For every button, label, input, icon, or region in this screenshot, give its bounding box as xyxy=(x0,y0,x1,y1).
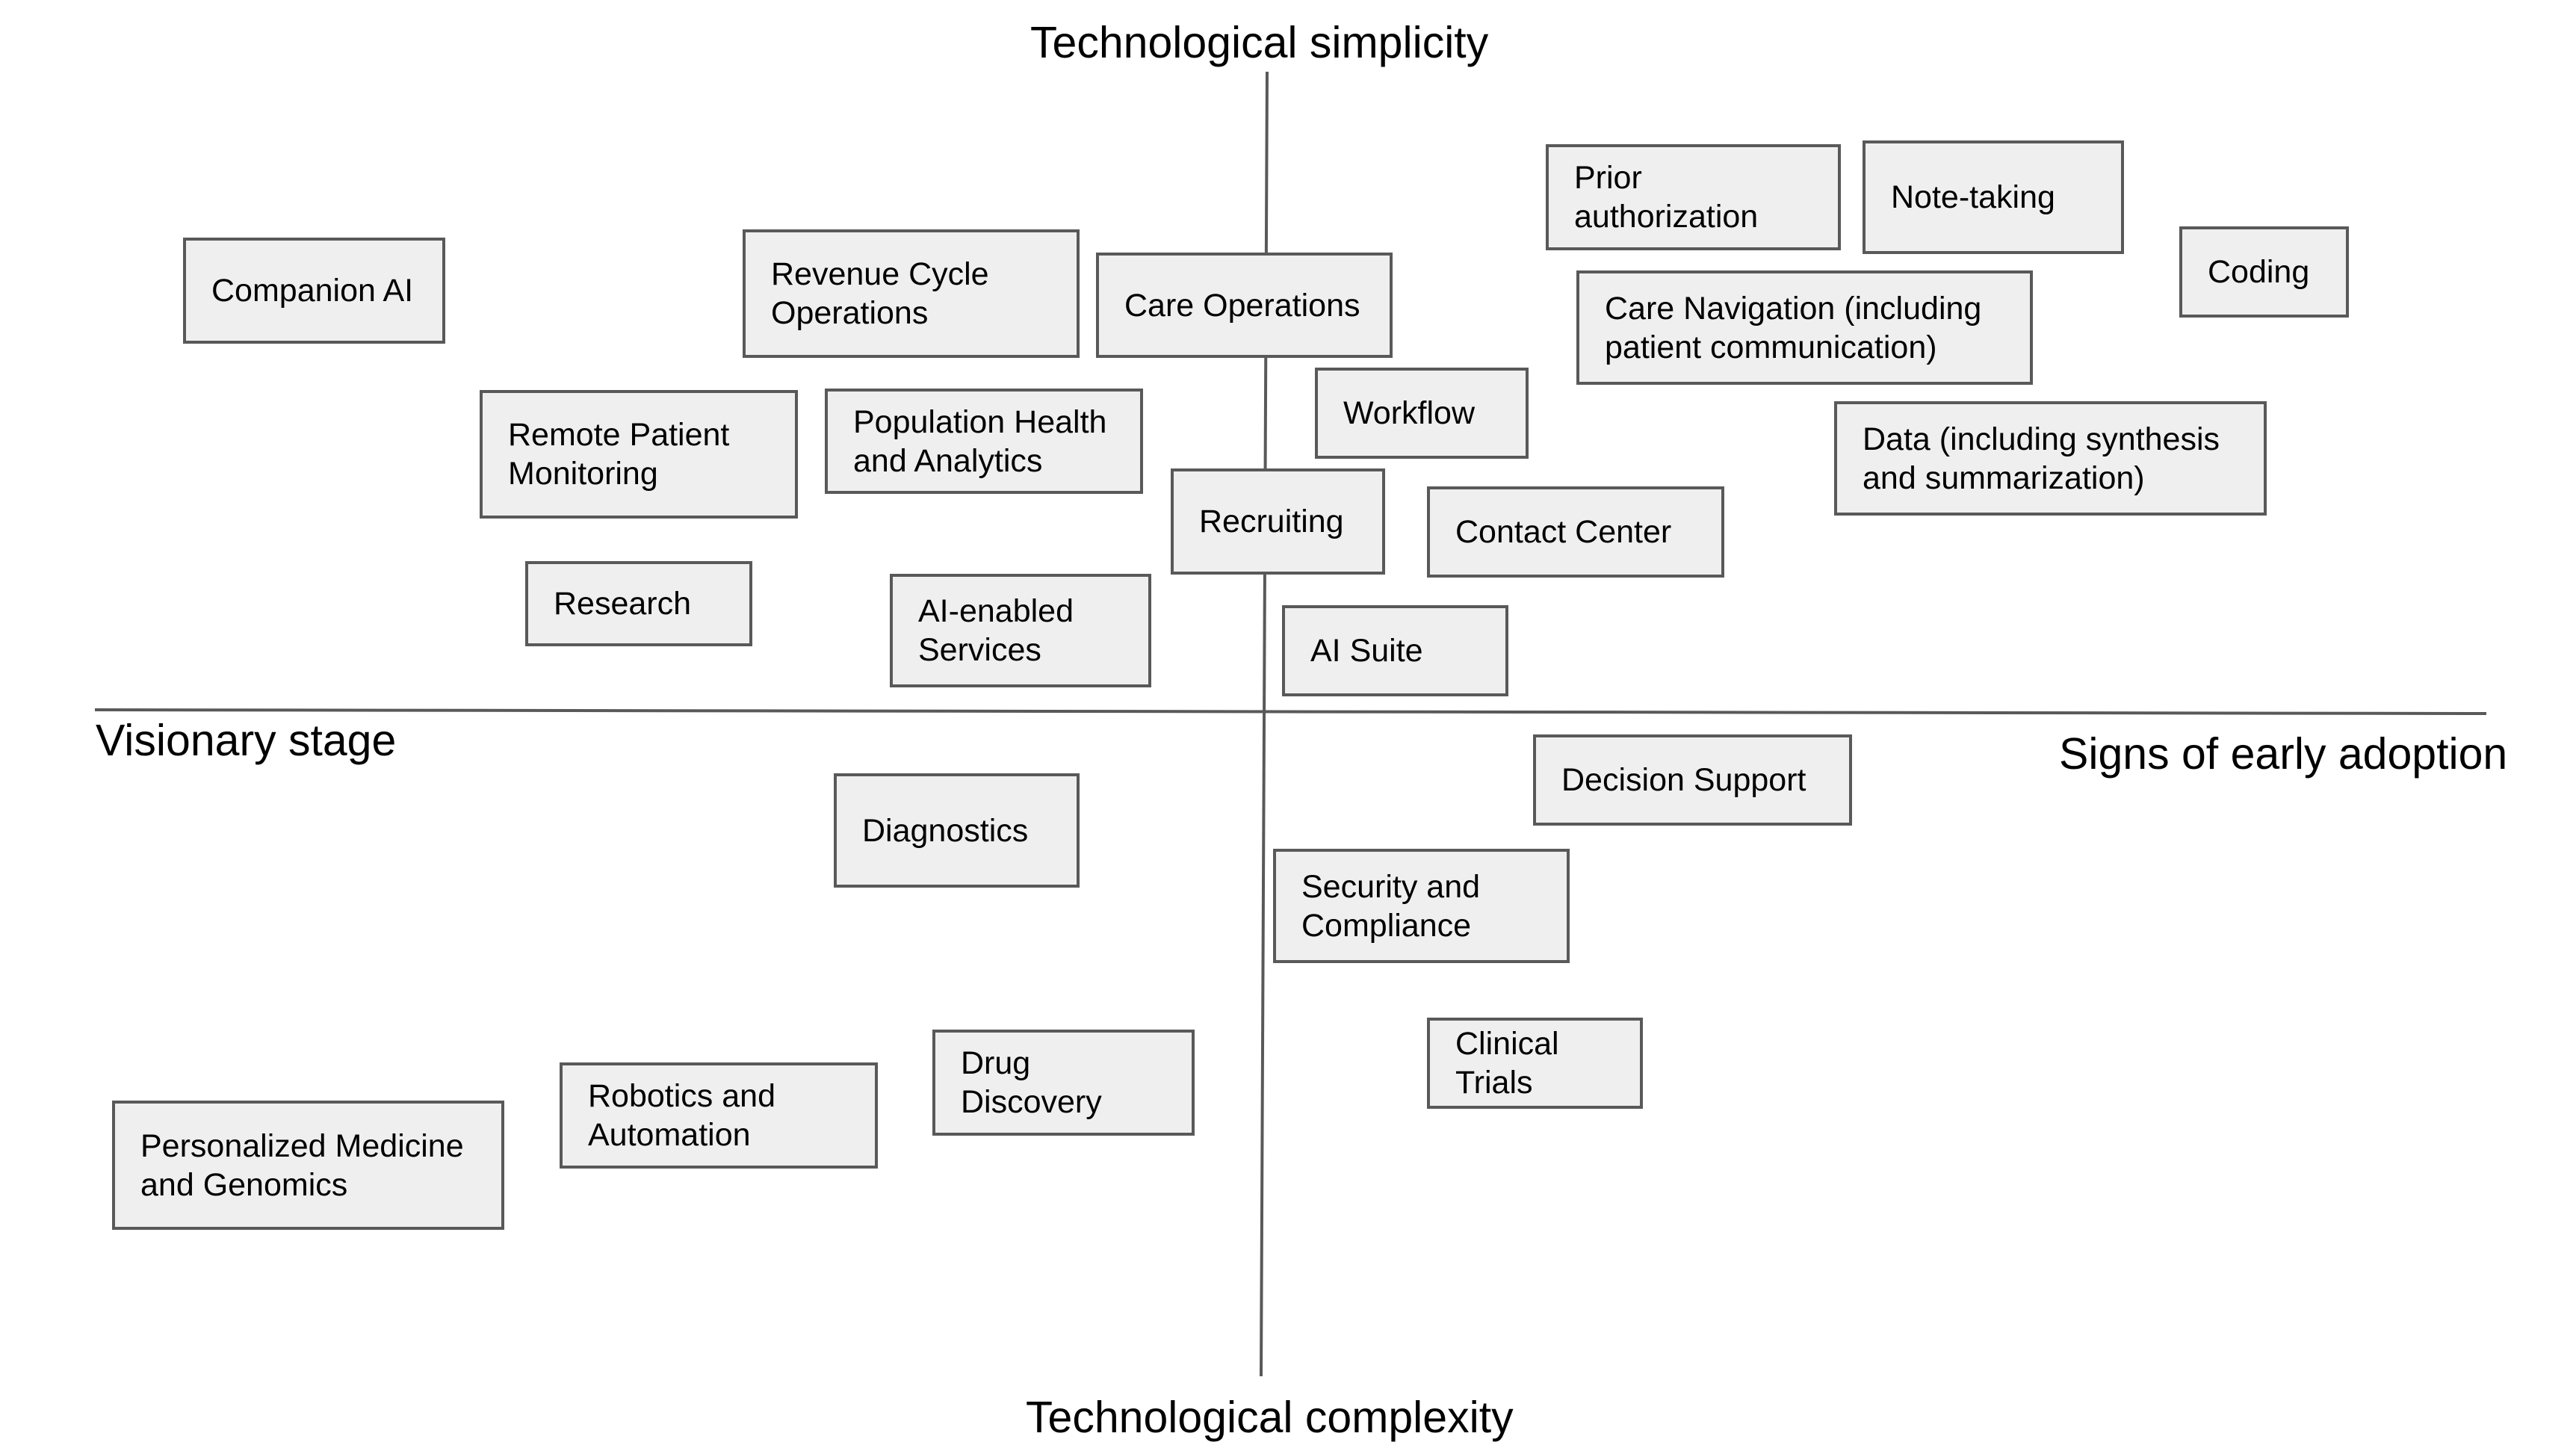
box-label: Revenue Cycle Operations xyxy=(771,256,989,331)
axis-label-bottom: Technological complexity xyxy=(1026,1393,1514,1442)
box-contact-center: Contact Center xyxy=(1427,486,1724,578)
box-care-navigation: Care Navigation (including patient commu… xyxy=(1576,270,2033,385)
box-label: Research xyxy=(554,586,692,622)
axis-label-left: Visionary stage xyxy=(96,716,397,765)
box-decision-support: Decision Support xyxy=(1533,734,1852,826)
box-label: Coding xyxy=(2208,254,2310,290)
box-personalized-medicine-genomics: Personalized Medicine and Genomics xyxy=(112,1101,504,1230)
box-label: Clinical Trials xyxy=(1455,1026,1559,1101)
axis-label-right: Signs of early adoption xyxy=(2059,729,2508,779)
box-label: AI Suite xyxy=(1310,633,1423,669)
box-label: Care Operations xyxy=(1124,287,1360,324)
box-ai-suite: AI Suite xyxy=(1282,605,1508,696)
box-note-taking: Note-taking xyxy=(1863,140,2124,254)
box-coding: Coding xyxy=(2179,226,2349,318)
box-security-compliance: Security and Compliance xyxy=(1273,849,1570,963)
box-label: Decision Support xyxy=(1561,762,1806,798)
box-remote-patient-monitoring: Remote Patient Monitoring xyxy=(480,390,798,519)
box-data-synthesis-summarization: Data (including synthesis and summarizat… xyxy=(1834,401,2267,516)
box-label: Personalized Medicine and Genomics xyxy=(140,1127,464,1203)
box-companion-ai: Companion AI xyxy=(183,238,445,344)
box-label: Robotics and Automation xyxy=(588,1078,775,1153)
box-revenue-cycle-operations: Revenue Cycle Operations xyxy=(743,229,1080,358)
box-label: Data (including synthesis and summarizat… xyxy=(1863,421,2220,496)
box-label: Recruiting xyxy=(1199,504,1344,539)
box-label: Prior authorization xyxy=(1574,160,1759,235)
box-label: Care Navigation (including patient commu… xyxy=(1605,290,1982,365)
box-label: Contact Center xyxy=(1455,514,1672,550)
box-clinical-trials: Clinical Trials xyxy=(1427,1018,1643,1109)
box-workflow: Workflow xyxy=(1315,368,1529,459)
box-recruiting: Recruiting xyxy=(1171,468,1385,575)
axis-label-top: Technological simplicity xyxy=(1030,18,1489,67)
box-label: Drug Discovery xyxy=(961,1045,1102,1120)
box-label: AI-enabled Services xyxy=(918,593,1074,668)
box-label: Population Health and Analytics xyxy=(853,403,1107,479)
box-care-operations: Care Operations xyxy=(1096,253,1393,358)
horizontal-axis-line xyxy=(94,708,2487,715)
box-label: Remote Patient Monitoring xyxy=(508,417,730,492)
box-label: Note-taking xyxy=(1891,179,2055,215)
box-research: Research xyxy=(525,561,752,646)
box-label: Companion AI xyxy=(211,273,414,309)
box-label: Diagnostics xyxy=(862,812,1029,849)
box-population-health-analytics: Population Health and Analytics xyxy=(825,389,1143,494)
box-diagnostics: Diagnostics xyxy=(834,773,1080,888)
box-prior-authorization: Prior authorization xyxy=(1546,144,1841,250)
box-ai-enabled-services: AI-enabled Services xyxy=(890,574,1151,687)
box-label: Security and Compliance xyxy=(1301,868,1481,944)
box-drug-discovery: Drug Discovery xyxy=(932,1030,1195,1136)
box-robotics-automation: Robotics and Automation xyxy=(560,1062,878,1169)
box-label: Workflow xyxy=(1343,395,1476,431)
